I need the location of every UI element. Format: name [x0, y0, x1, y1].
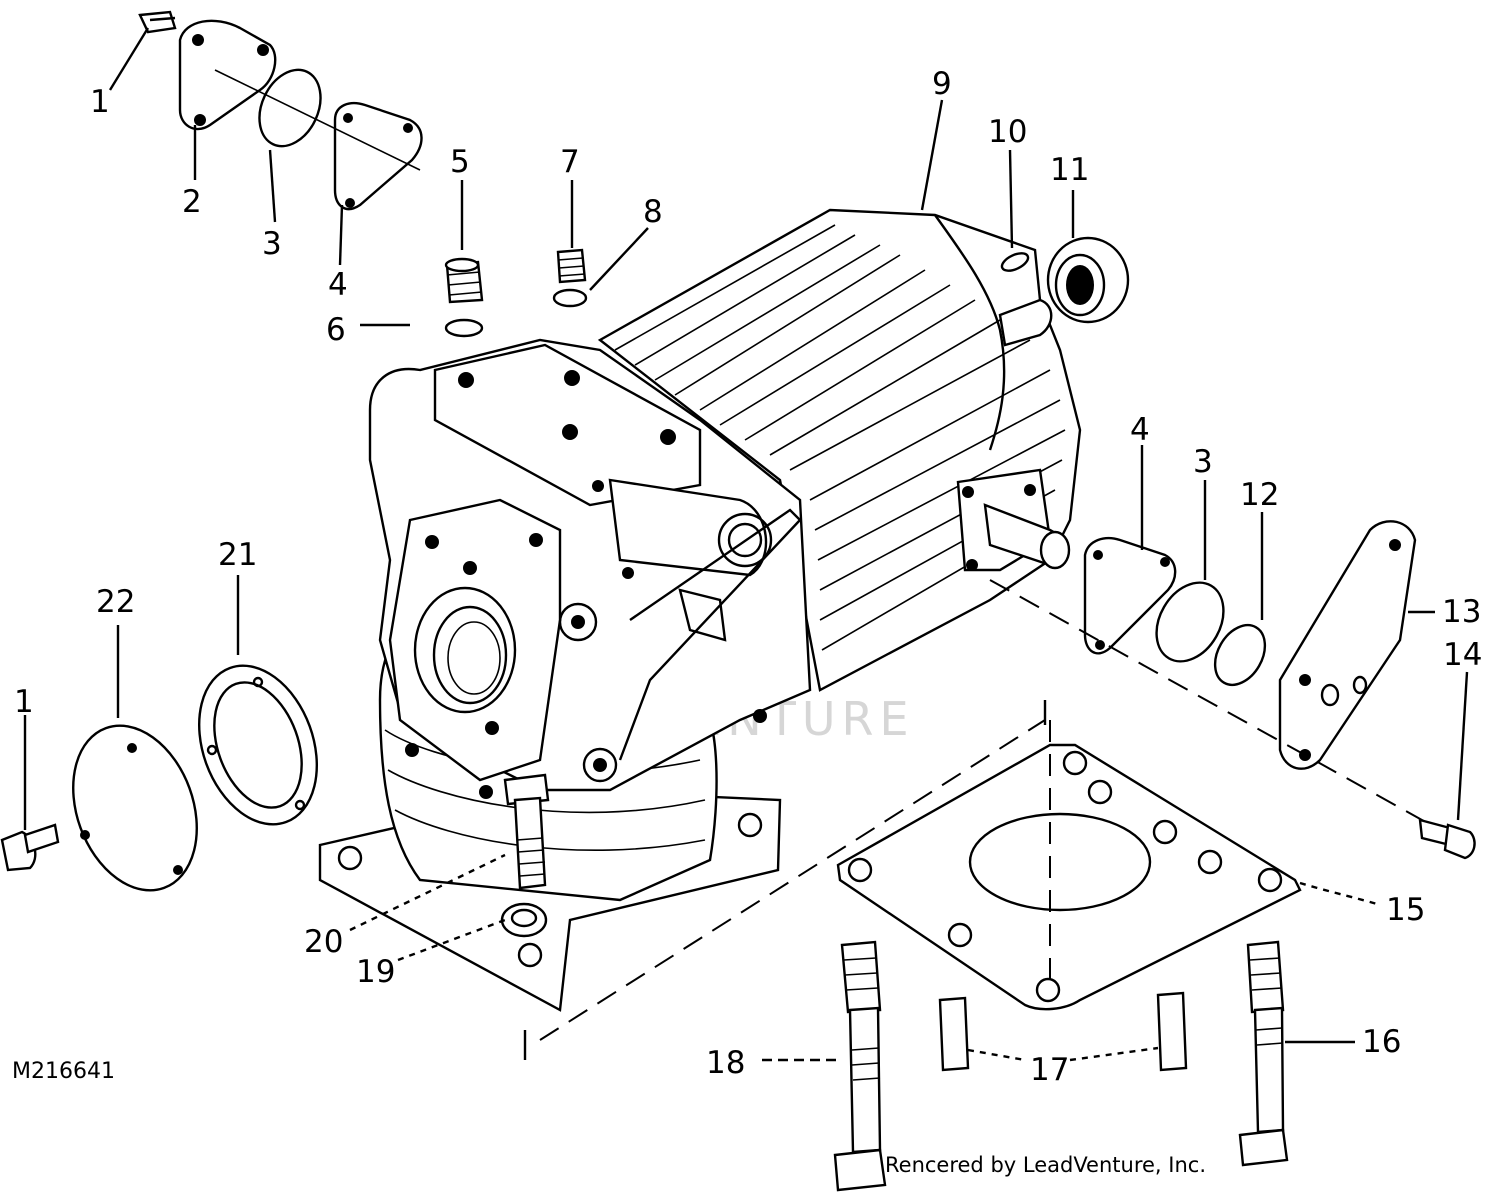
callout-9: 9 — [932, 66, 952, 102]
end-gasket — [197, 664, 319, 826]
dowel-pin-left — [938, 996, 970, 1072]
callout-14: 14 — [1443, 637, 1482, 673]
callout-5: 5 — [450, 144, 470, 180]
stud-16 — [1238, 940, 1289, 1167]
callout-16: 16 — [1362, 1024, 1401, 1060]
callout-21: 21 — [218, 537, 257, 573]
callout-3: 3 — [262, 226, 282, 262]
leader-lines — [23, 27, 1469, 1062]
end-cover — [72, 724, 198, 892]
callout-17: 17 — [1030, 1052, 1069, 1088]
callout-22: 22 — [96, 584, 135, 620]
callout-15: 15 — [1386, 892, 1425, 928]
callout-4-right: 4 — [1130, 412, 1150, 448]
gasket-right — [1083, 536, 1177, 655]
callout-19: 19 — [356, 954, 395, 990]
stud-18 — [833, 940, 887, 1192]
callout-1-lower: 1 — [14, 684, 34, 720]
dowel-pin-right — [1156, 991, 1188, 1072]
set-screw — [556, 248, 587, 284]
callout-10: 10 — [988, 114, 1027, 150]
cap-screw-1 — [138, 10, 177, 34]
callout-7: 7 — [560, 144, 580, 180]
callout-13: 13 — [1442, 594, 1481, 630]
o-ring-12 — [1213, 623, 1267, 687]
callout-3-right: 3 — [1193, 444, 1213, 480]
callout-20: 20 — [304, 924, 343, 960]
o-ring-right — [1155, 581, 1225, 663]
washer — [444, 318, 484, 338]
drawing-code: M216641 — [12, 1059, 115, 1084]
end-plate — [1278, 520, 1417, 770]
washer-19 — [500, 902, 548, 938]
callout-8: 8 — [643, 194, 663, 230]
oil-seal — [1046, 236, 1130, 324]
callout-4: 4 — [328, 267, 348, 303]
cap-screw-lower — [0, 823, 60, 872]
washer-small — [552, 288, 588, 308]
cap-screw-14 — [1418, 818, 1476, 860]
credit-line: Rencered by LeadVenture, Inc. — [885, 1153, 1206, 1177]
gasket — [333, 101, 423, 211]
pump-housing — [318, 208, 1082, 1012]
callout-18: 18 — [706, 1045, 745, 1081]
callout-12: 12 — [1240, 477, 1279, 513]
bolt-20 — [503, 773, 550, 890]
callout-2: 2 — [182, 184, 202, 220]
plug — [444, 257, 484, 304]
callout-11: 11 — [1050, 152, 1089, 188]
callout-6: 6 — [326, 312, 346, 348]
key — [1000, 252, 1030, 272]
cover-plate — [178, 19, 277, 131]
base-gasket — [836, 743, 1302, 1011]
callout-1: 1 — [90, 84, 110, 120]
callout-labels: 1 2 3 4 5 6 7 8 9 10 11 4 3 12 13 14 22 … — [14, 66, 1482, 1088]
